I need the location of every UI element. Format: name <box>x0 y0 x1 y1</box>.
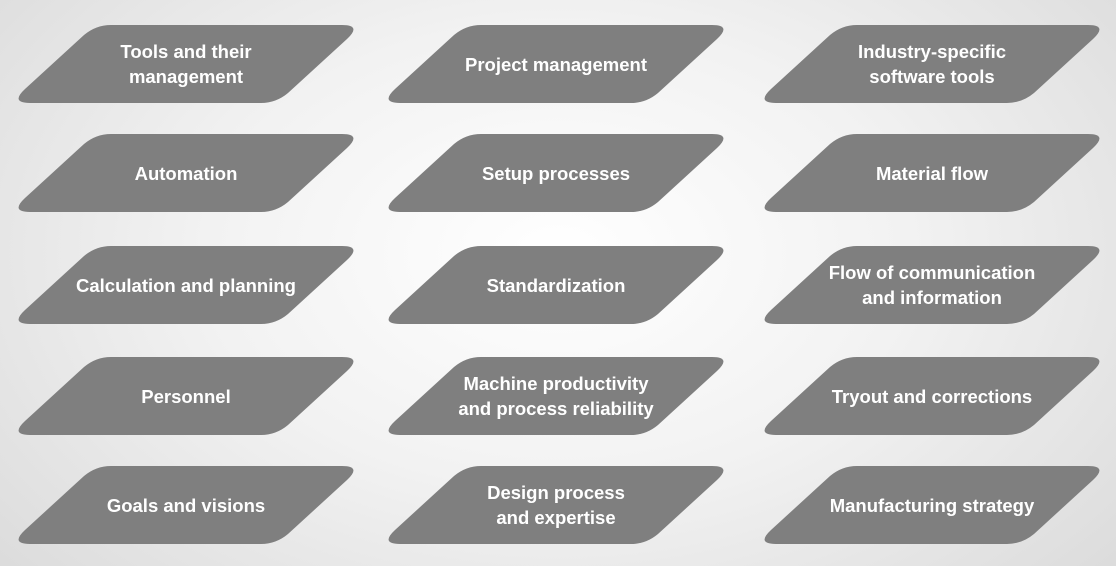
tile-label: Personnel <box>141 385 231 407</box>
tile-label: Automation <box>134 162 238 184</box>
tile-shape <box>388 134 724 212</box>
tile-label: Manufacturing strategy <box>829 494 1035 516</box>
tile-shape <box>764 357 1100 435</box>
tile-shape <box>388 246 724 324</box>
tile-industry-software: Industry-specific software tools <box>762 25 1102 103</box>
tile-shape <box>18 357 354 435</box>
tile-label: Tryout and corrections <box>831 385 1033 407</box>
tile-manufacturing-strategy: Manufacturing strategy <box>762 466 1102 544</box>
tile-shape <box>764 466 1100 544</box>
tile-label: Goals and visions <box>106 494 266 516</box>
tile-personnel: Personnel <box>16 357 356 435</box>
tile-design-process: Design process and expertise <box>386 466 726 544</box>
tile-shape <box>388 357 724 435</box>
tile-material-flow: Material flow <box>762 134 1102 212</box>
tile-project-management: Project management <box>386 25 726 103</box>
tile-shape <box>764 25 1100 103</box>
tile-machine-productivity: Machine productivity and process reliabi… <box>386 357 726 435</box>
tile-shape <box>764 134 1100 212</box>
tile-label: Tools and their management <box>120 41 252 87</box>
tile-label: Industry-specific software tools <box>857 41 1007 87</box>
tile-shape <box>388 466 724 544</box>
tile-shape <box>18 25 354 103</box>
tile-label: Design process and expertise <box>487 482 625 528</box>
tile-shape <box>18 246 354 324</box>
tile-automation: Automation <box>16 134 356 212</box>
tile-shape <box>764 246 1100 324</box>
tile-label: Standardization <box>486 274 626 296</box>
tile-label: Project management <box>465 53 647 75</box>
tile-setup-processes: Setup processes <box>386 134 726 212</box>
tile-label: Calculation and planning <box>76 274 296 296</box>
tile-communication-flow: Flow of communication and information <box>762 246 1102 324</box>
tile-tryout-corrections: Tryout and corrections <box>762 357 1102 435</box>
tile-shape <box>388 25 724 103</box>
tile-label: Material flow <box>875 162 989 184</box>
tile-tools-management: Tools and their management <box>16 25 356 103</box>
tile-goals-visions: Goals and visions <box>16 466 356 544</box>
tile-calculation-planning: Calculation and planning <box>16 246 356 324</box>
tile-standardization: Standardization <box>386 246 726 324</box>
tile-shape <box>18 466 354 544</box>
tile-shape <box>18 134 354 212</box>
tile-label: Setup processes <box>481 162 631 184</box>
tile-label: Machine productivity and process reliabi… <box>458 373 654 419</box>
tile-label: Flow of communication and information <box>828 262 1036 308</box>
